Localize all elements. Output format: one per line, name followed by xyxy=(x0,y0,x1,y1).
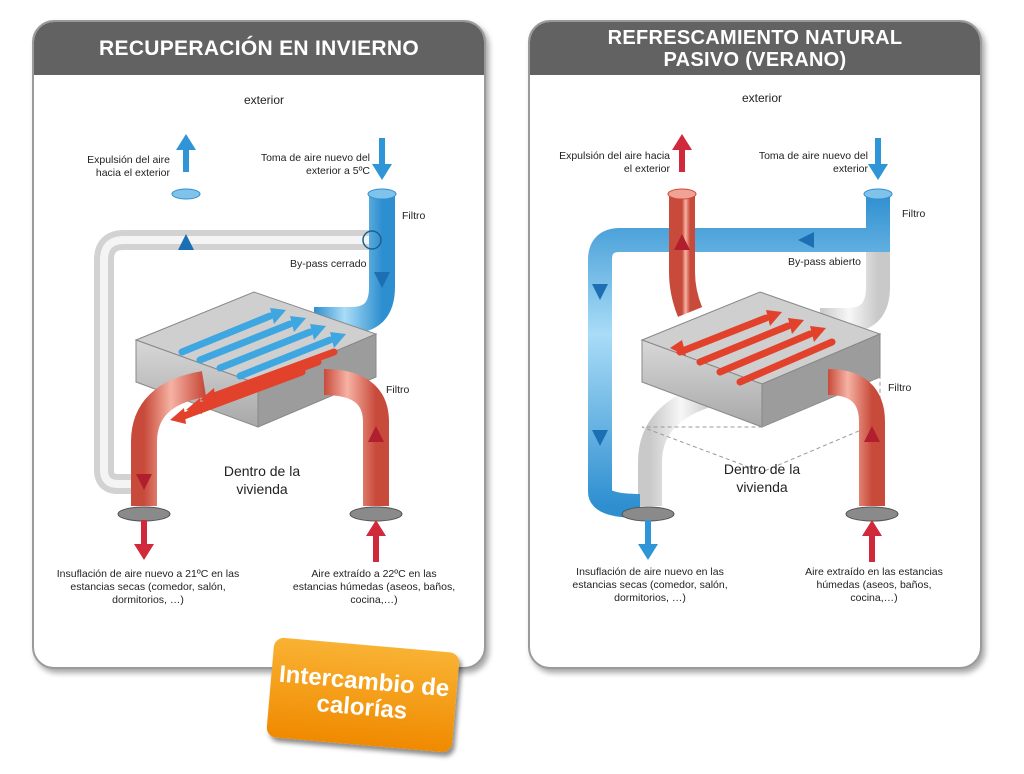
extract-grille xyxy=(349,506,403,522)
bypass-label: By-pass abierto xyxy=(788,256,861,268)
winter-title: RECUPERACIÓN EN INVIERNO xyxy=(34,22,484,75)
summer-panel: REFRESCAMIENTO NATURAL PASIVO (VERANO) xyxy=(528,20,982,669)
winter-panel: RECUPERACIÓN EN INVIERNO xyxy=(32,20,486,669)
extract-duct xyxy=(323,369,389,506)
supply-duct xyxy=(131,371,207,506)
extract-arrow xyxy=(366,520,386,562)
extract-duct xyxy=(827,369,885,506)
supply-label: Insuflación de aire nuevo en las estanci… xyxy=(572,566,728,604)
fresh-air-label: Toma de aire nuevo del exterior a 5ºC xyxy=(260,152,370,177)
winter-diagram xyxy=(94,134,403,562)
exhaust-arrow xyxy=(176,134,196,172)
filter-mid-label: Filtro xyxy=(386,384,410,396)
fresh-air-arrow xyxy=(372,138,392,180)
filter-top-label: Filtro xyxy=(902,208,926,220)
exhaust-label: Expulsión del aire hacia el exterior xyxy=(559,150,670,175)
summer-title: REFRESCAMIENTO NATURAL PASIVO (VERANO) xyxy=(530,22,980,75)
supply-label: Insuflación de aire nuevo a 21ºC en las … xyxy=(56,568,240,606)
heat-exchanger xyxy=(640,291,882,473)
filter-mid-label: Filtro xyxy=(888,382,912,394)
exhaust-arrow xyxy=(672,134,692,172)
summer-diagram xyxy=(588,134,899,562)
bypass-label: By-pass cerrado xyxy=(290,258,367,270)
extract-arrow xyxy=(862,520,882,562)
heat-exchange-badge: Intercambio de calorías xyxy=(265,637,461,753)
filter-top-label: Filtro xyxy=(402,210,426,222)
supply-arrow xyxy=(134,520,154,560)
fresh-air-arrow xyxy=(868,138,888,180)
exhaust-duct xyxy=(669,194,703,317)
inside-label: Dentro de la vivienda xyxy=(223,463,301,497)
fresh-air-label: Toma de aire nuevo del exterior xyxy=(758,150,868,175)
extract-label: Aire extraído a 22ºC en las estancias hú… xyxy=(292,568,456,606)
extract-label: Aire extraído en las estancias húmedas (… xyxy=(805,566,943,604)
exhaust-label: Expulsión del aire hacia el exterior xyxy=(87,154,170,179)
supply-grille xyxy=(621,506,675,522)
supply-grille xyxy=(117,506,171,522)
supply-arrow xyxy=(638,520,658,560)
extract-grille xyxy=(845,506,899,522)
fresh-air-duct xyxy=(314,194,395,333)
exterior-label: exterior xyxy=(741,91,782,105)
inside-label: Dentro de la vivienda xyxy=(723,461,801,495)
exterior-label: exterior xyxy=(243,93,284,107)
